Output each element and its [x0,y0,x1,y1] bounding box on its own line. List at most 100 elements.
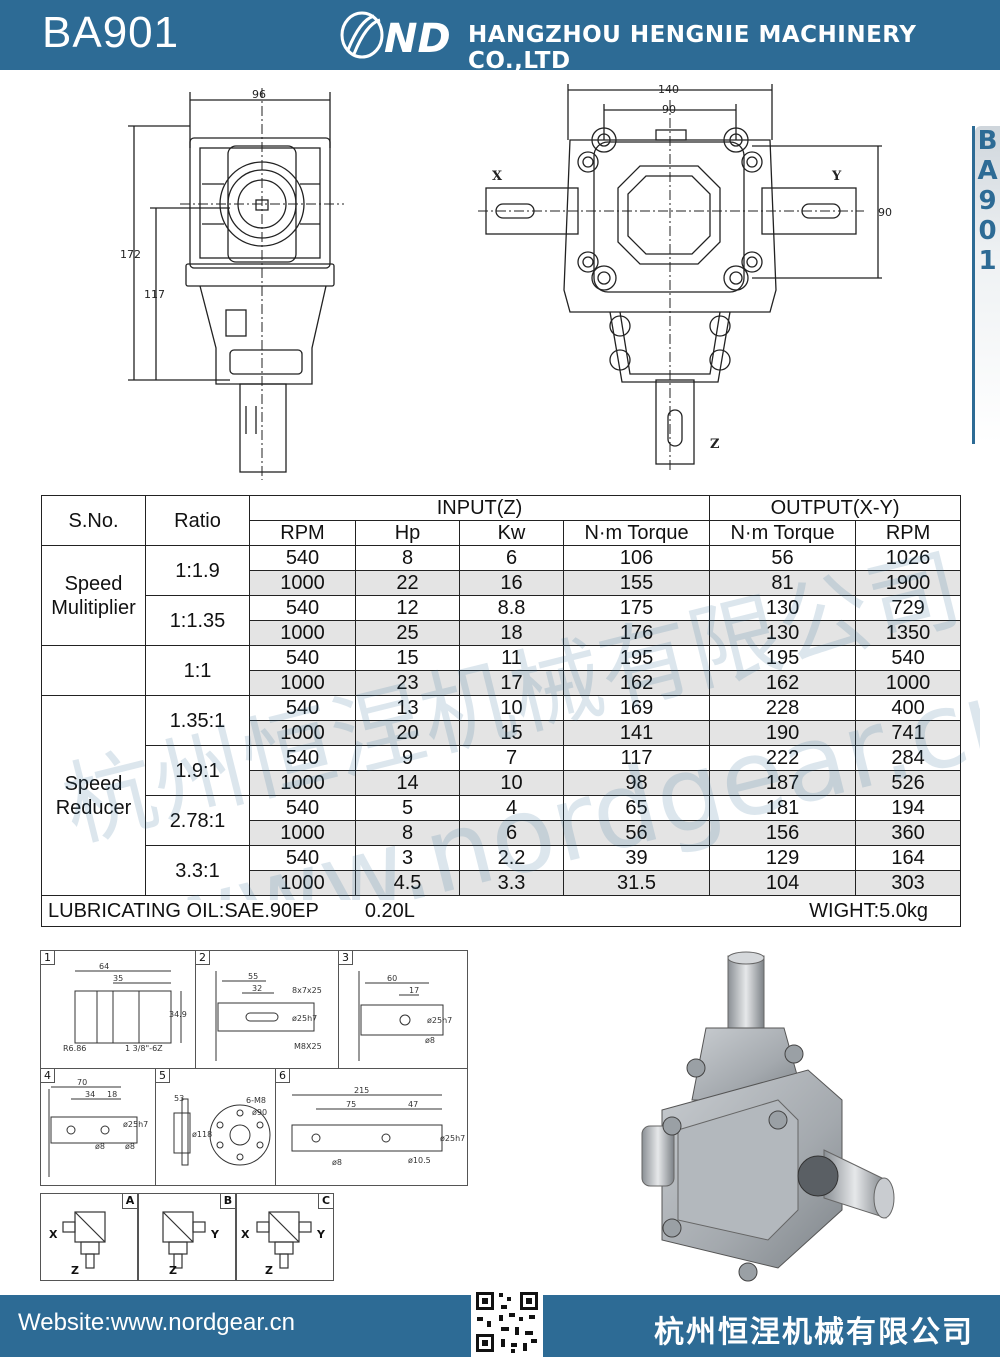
table-cell: 4 [459,795,564,821]
config-b: B Y Z [138,1193,236,1281]
table-cell: 141 [562,720,711,746]
table-cell: 526 [855,770,962,796]
footer-website: Website:www.nordgear.cn [18,1309,296,1336]
ratio-cell: 1.35:1 [145,695,250,746]
table-cell: 190 [709,720,857,746]
table-cell: 1900 [855,570,962,596]
dim-label: 6-M8 [246,1096,266,1105]
table-cell: 117 [562,745,711,771]
config-axis: X [49,1228,58,1241]
table-cell: 104 [709,870,857,896]
dim-label: ø25h7 [440,1134,465,1143]
table-cell: 741 [855,720,962,746]
table-cell: 155 [562,570,711,596]
shaft-option-3: 3 60 17 ø25h7 ø8 [338,950,468,1070]
table-cell: 540 [249,695,356,721]
side-tab-letter: 1 [978,246,997,276]
dim-label: 53 [174,1094,184,1103]
panel-number: 4 [41,1069,55,1083]
front-view-drawing: 140 90 90 X Y Z [478,83,892,472]
config-label: C [318,1194,333,1209]
table-cell: 17 [459,670,564,696]
table-cell: 15 [459,720,564,746]
table-cell: 222 [709,745,857,771]
table-cell: 175 [562,595,711,621]
table-cell: 130 [709,595,857,621]
header-bar: BA901 ND HANGZHOU HENGNIE MACHINERY CO.,… [0,0,1000,74]
table-cell: 303 [855,870,962,896]
double-pin-shaft-drawing: 70 34 18 ø25h7 ø8 ø8 [48,1078,148,1177]
table-cell: 7 [459,745,564,771]
panel-number: 5 [156,1069,170,1083]
table-cell: 540 [249,745,356,771]
panel-number: 6 [276,1069,290,1083]
dim-right-label: 90 [878,206,892,219]
table-cell: 5 [355,795,460,821]
table-cell: 540 [249,845,356,871]
table-cell: 15 [355,645,460,671]
table-cell: 11 [459,645,564,671]
table-header-row: S.No. Ratio INPUT(Z) OUTPUT(X-Y) [41,495,962,546]
table-cell: 10 [459,770,564,796]
section-cell [41,645,146,696]
table-cell: 8.8 [459,595,564,621]
dim-label: ø90 [252,1108,267,1117]
subheader-output-rpm: RPM [855,520,962,546]
table-cell: 1000 [249,820,356,846]
dim-label: 34 [85,1090,95,1099]
table-cell: 31.5 [562,870,711,896]
config-axis: Y [210,1228,220,1241]
dim-label: ø25h7 [123,1120,148,1129]
table-cell: 540 [249,545,356,571]
table-cell: 400 [855,695,962,721]
subheader-kw: Kw [459,520,564,546]
dim-inner-label: 90 [662,103,676,116]
dim-label: M8X25 [294,1042,322,1051]
spline-shaft-drawing: 64 35 34.9 R6.86 1 3/8"-6Z [63,962,187,1053]
long-shaft-drawing: 215 75 47 ø25h7 ø8 ø10.5 [291,1086,465,1167]
header-input: INPUT(Z) [248,495,711,521]
subheader-rpm: RPM [249,520,356,546]
axis-x-label: X [492,169,503,184]
table-cell: 10 [459,695,564,721]
table-cell: 18 [459,620,564,646]
table-cell: 228 [709,695,857,721]
table-cell: 20 [355,720,460,746]
ratio-cell: 2.78:1 [145,795,250,846]
table-cell: 284 [855,745,962,771]
dim-height-label: 172 [120,248,141,261]
table-cell: 1000 [855,670,962,696]
table-cell: 162 [709,670,857,696]
dim-label: 75 [346,1100,356,1109]
table-cell: 1000 [249,770,356,796]
table-cell: 181 [709,795,857,821]
table-cell: 6 [459,545,564,571]
dim-label: 64 [99,962,109,971]
svg-text:ND: ND [384,16,451,60]
dim-label: 47 [408,1100,418,1109]
table-cell: 25 [355,620,460,646]
table-cell: 1026 [855,545,962,571]
gearbox-product-image [641,951,895,1282]
side-view-drawing: 96 172 117 [120,88,344,480]
qr-code-icon [471,1287,543,1357]
table-cell: 23 [355,670,460,696]
footer-company-cn: 杭州恒涅机械有限公司 [654,1315,974,1350]
dim-label: 17 [409,986,419,995]
table-cell: 81 [709,570,857,596]
panel-number: 3 [339,951,353,965]
weight: WIGHT:5.0kg [809,900,929,922]
table-cell: 1350 [855,620,962,646]
table-cell: 195 [562,645,711,671]
subheader-input-torque: N·m Torque [562,520,711,546]
table-cell: 129 [709,845,857,871]
config-axis: Z [265,1264,273,1277]
ratio-cell: 1:1 [145,645,250,696]
